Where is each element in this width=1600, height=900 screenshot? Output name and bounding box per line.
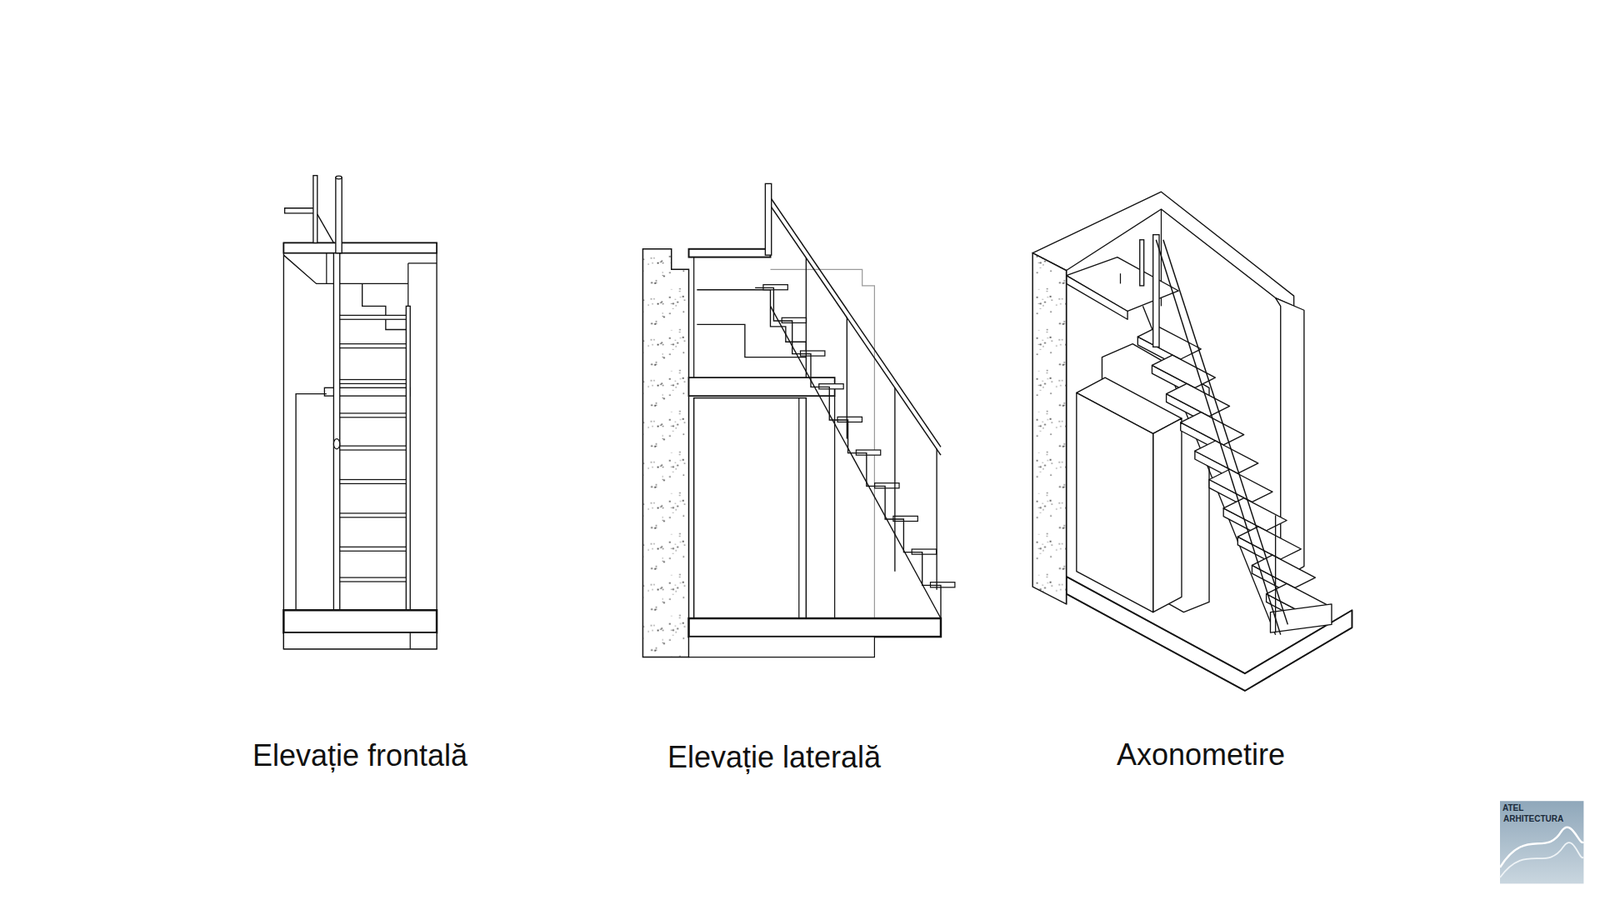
outline — [283, 242, 437, 649]
floor-joint — [410, 632, 411, 650]
top-slab — [283, 242, 437, 253]
top-landing — [1066, 257, 1180, 312]
ladder-rung — [340, 344, 407, 349]
logo-wave — [1500, 827, 1584, 868]
ladder-rung — [340, 480, 407, 485]
baluster — [935, 449, 937, 590]
floor-lower — [689, 636, 875, 657]
stair-profile — [755, 287, 941, 619]
ladder-rung — [340, 513, 407, 518]
handrail-post — [1140, 240, 1145, 286]
ladder-rung — [340, 380, 407, 385]
side-elevation-drawing — [642, 183, 955, 657]
floor-slab — [689, 618, 941, 637]
handrail — [771, 199, 941, 448]
cabinet-outline — [295, 394, 327, 611]
logo-background — [1500, 800, 1584, 884]
view-caption: Elevație frontală — [252, 738, 468, 774]
post-stub — [1120, 273, 1121, 284]
rail-clamp — [333, 439, 340, 450]
cabinet-edge — [798, 398, 800, 619]
handrail-post — [335, 177, 342, 254]
handrail-post — [313, 175, 318, 244]
logo-wave — [1500, 842, 1584, 878]
landing-edge — [693, 257, 695, 378]
handrail-post — [1153, 235, 1160, 348]
logo-text: ATEL — [1502, 803, 1524, 813]
handrail-post — [765, 183, 771, 255]
stair-tread — [1195, 440, 1259, 474]
view-caption: Axonometire — [1116, 737, 1285, 773]
handrail — [1155, 240, 1280, 635]
axonometric-drawing — [1032, 191, 1352, 691]
post-cap — [335, 175, 342, 180]
floor-lower — [283, 632, 437, 650]
upper-void-line — [283, 255, 408, 284]
upper-steps — [362, 283, 409, 330]
cabinet-side — [1153, 418, 1182, 613]
logo — [1500, 800, 1584, 884]
baluster — [894, 387, 895, 571]
ladder-rung — [340, 413, 407, 418]
handrail — [1163, 240, 1288, 625]
stair-stringer — [770, 305, 940, 619]
front-elevation-drawing — [283, 175, 437, 650]
baluster — [846, 317, 848, 440]
upper-steps — [696, 290, 806, 358]
concrete-wall — [1032, 253, 1066, 605]
ladder-rung — [340, 445, 407, 450]
handrail-handle — [285, 208, 314, 214]
cabinet-front — [1076, 392, 1154, 612]
ladder-rung — [340, 546, 407, 551]
wall-line — [408, 262, 437, 264]
view-caption: Elevație laterală — [667, 740, 881, 775]
landing-edge — [1066, 275, 1128, 320]
stair-tread — [1166, 383, 1230, 416]
baluster — [805, 258, 807, 378]
bottom-step — [1270, 604, 1331, 633]
logo-text: ARHITECTURA — [1503, 814, 1564, 824]
stair-tread — [1137, 326, 1201, 360]
stair-tread — [1209, 469, 1273, 502]
baluster — [1275, 515, 1276, 633]
ladder-rail — [333, 253, 340, 611]
stair-tread — [1251, 555, 1315, 588]
stair-tread — [1223, 498, 1287, 531]
handrail — [771, 207, 941, 456]
ladder-rail — [405, 305, 410, 610]
stair-back-line — [834, 395, 835, 619]
upper-landing — [689, 249, 771, 258]
ladder-rung — [340, 315, 407, 320]
edge-line — [325, 253, 327, 285]
stair-tread — [1237, 526, 1301, 560]
floor-slab — [283, 610, 437, 633]
cabinet — [694, 398, 807, 619]
ladder-rung — [340, 577, 407, 582]
handrail-brace — [317, 214, 335, 243]
concrete-wall — [642, 249, 689, 658]
